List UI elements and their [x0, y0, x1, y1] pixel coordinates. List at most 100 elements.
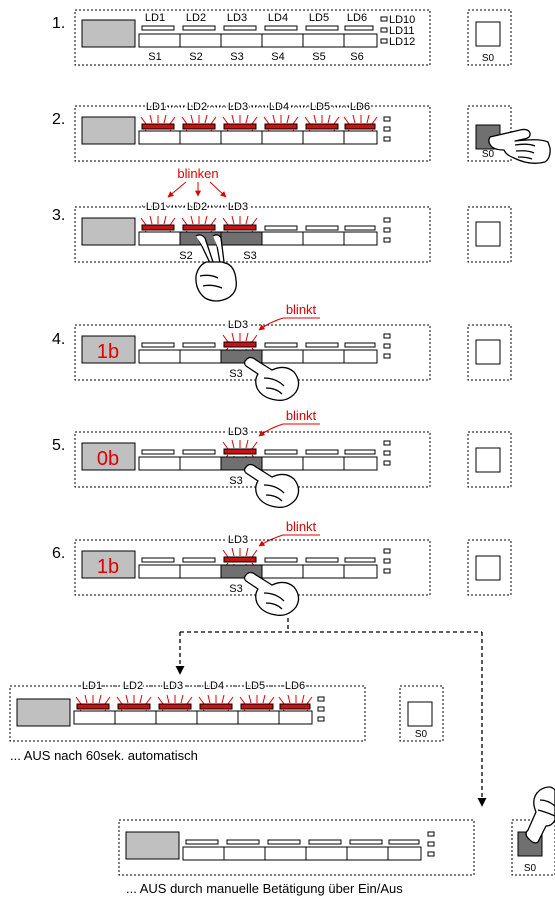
- key: [155, 710, 198, 725]
- key-pressed: [220, 231, 263, 246]
- annotation-label: blinkt: [286, 302, 317, 317]
- led: [182, 25, 216, 31]
- annotation-label: blinken: [177, 166, 218, 181]
- led: [240, 703, 274, 710]
- outcome-auto-off: LD1 LD2 LD3 LD4 LD5 LD6: [9, 679, 444, 763]
- led-label: LD6: [285, 680, 305, 692]
- s0-switch: [475, 555, 501, 581]
- key: [302, 456, 345, 471]
- led: [141, 224, 175, 231]
- panel-frame: [74, 105, 431, 162]
- key: [73, 710, 116, 725]
- led-label: LD6: [347, 12, 367, 24]
- s0-frame: [467, 105, 512, 162]
- s0-label: S0: [482, 149, 495, 160]
- side-led-label: LD11: [389, 25, 414, 37]
- led: [344, 449, 376, 455]
- led: [185, 839, 219, 845]
- s0-frame: [467, 539, 512, 596]
- led-row: [141, 25, 374, 31]
- annotation-arrow: [258, 534, 284, 547]
- key: [196, 710, 239, 725]
- key: [138, 130, 181, 145]
- panel-frame: [74, 431, 431, 488]
- led: [76, 703, 110, 710]
- led: [264, 225, 298, 231]
- led: [305, 342, 339, 348]
- step-number: 2.: [52, 111, 65, 128]
- led-label: LD1: [82, 680, 102, 692]
- side-led-label: LD12: [389, 36, 415, 48]
- s0-frame: [467, 324, 512, 381]
- key: [278, 710, 313, 725]
- display-value: 1b: [97, 341, 119, 363]
- led: [199, 703, 233, 710]
- key: [237, 710, 280, 725]
- led: [182, 342, 216, 348]
- side-led: [427, 831, 435, 837]
- button-row: [138, 456, 378, 471]
- led: [182, 224, 216, 231]
- step-3: 3. blinken LD1 LD2 LD3: [52, 166, 512, 302]
- led: [141, 25, 175, 31]
- key: [343, 130, 378, 145]
- key: [343, 33, 378, 48]
- two-finger-hand-icon: [195, 234, 237, 302]
- button-row: [138, 33, 378, 48]
- key: [179, 456, 222, 471]
- led: [264, 342, 298, 348]
- button-row: [138, 349, 378, 364]
- side-leds: [383, 440, 391, 466]
- panel-frame: [74, 9, 431, 66]
- button-labels: S1 S2 S3 S4 S5 S6: [148, 51, 363, 63]
- led: [223, 123, 257, 130]
- side-led: [383, 460, 391, 466]
- led: [388, 839, 420, 845]
- annotation-arrow: [209, 181, 227, 198]
- button-row: [138, 130, 378, 145]
- side-led: [383, 450, 391, 456]
- key: [261, 130, 304, 145]
- step-number: 6.: [52, 545, 65, 562]
- led-label: LD3: [228, 426, 248, 438]
- led: [344, 25, 374, 31]
- led-label: LD1: [145, 12, 165, 24]
- led-label: LD2: [123, 680, 143, 692]
- led: [223, 224, 257, 231]
- key: [138, 33, 181, 48]
- side-leds: [427, 831, 435, 857]
- button-label: S4: [271, 51, 284, 63]
- key: [387, 846, 422, 861]
- step-2: 2. LD1 LD2 LD3 LD4 LD5 LD6: [52, 100, 551, 164]
- button-label: S2: [189, 51, 202, 63]
- button-label: S1: [148, 51, 161, 63]
- side-led: [383, 343, 391, 349]
- display: [81, 19, 136, 48]
- key: [138, 349, 181, 364]
- panel-frame: [74, 206, 431, 263]
- led: [349, 839, 383, 845]
- key: [343, 349, 378, 364]
- led: [182, 123, 216, 130]
- panel-frame: [9, 685, 366, 742]
- button-label: S3: [229, 475, 242, 487]
- key: [179, 33, 222, 48]
- key: [302, 130, 345, 145]
- button-label: S5: [312, 51, 325, 63]
- led-label: LD2: [187, 201, 207, 213]
- key: [220, 130, 263, 145]
- display: [81, 442, 136, 471]
- led-labels: LD1 LD2 LD3: [144, 200, 249, 215]
- key: [264, 846, 307, 861]
- led: [308, 839, 342, 845]
- led: [141, 342, 175, 348]
- s0-switch: [475, 21, 501, 47]
- display: [81, 550, 136, 579]
- side-leds: [383, 116, 391, 142]
- led: [305, 557, 339, 563]
- key: [261, 231, 304, 246]
- led: [223, 25, 257, 31]
- key: [302, 349, 345, 364]
- button-label: S2: [179, 250, 192, 262]
